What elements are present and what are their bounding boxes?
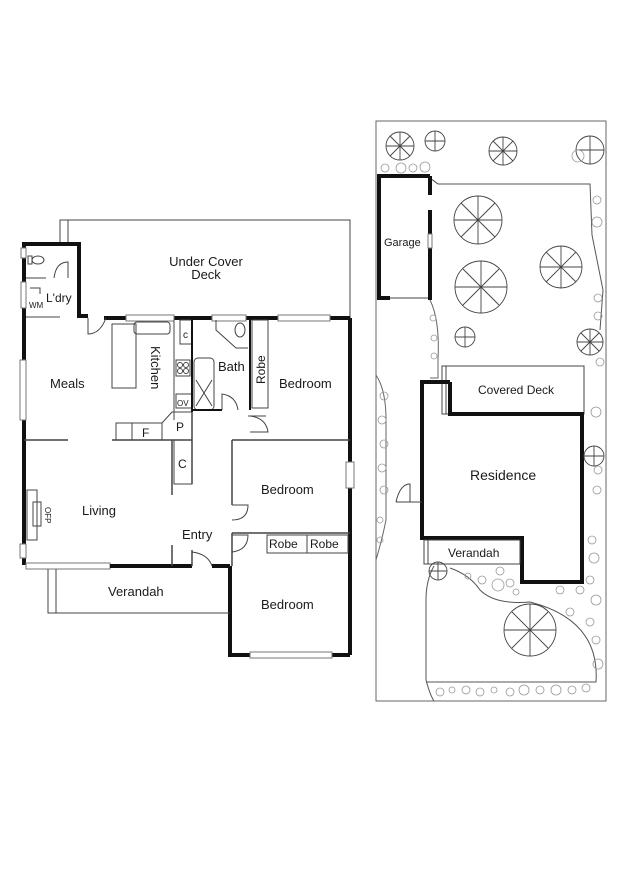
garage-walls (377, 174, 430, 300)
tree-icon (424, 130, 446, 152)
verandah-label: Verandah (108, 584, 164, 599)
robe-vertical-label: Robe (254, 355, 268, 384)
site-verandah-label: Verandah (448, 546, 499, 560)
fridge-label: F (142, 426, 149, 440)
tree-icon (428, 561, 448, 581)
residence-label: Residence (470, 467, 536, 483)
site-boundary (375, 120, 607, 702)
bedroom-2-label: Bedroom (261, 482, 314, 497)
laundry-walls (22, 242, 88, 318)
under-cover-deck-label: Under Cover (169, 254, 243, 269)
floor-plan: Under Cover Deck L'dry WM Meals Kitchen … (19, 219, 355, 659)
oven-label: OV (177, 399, 189, 408)
bath-label: Bath (218, 359, 245, 374)
kitchen-label: Kitchen (148, 346, 163, 389)
tree-icon (454, 326, 476, 348)
open-fireplace-label: OFP (43, 507, 52, 523)
under-cover-deck-outline (59, 219, 351, 318)
under-cover-deck-label-2: Deck (191, 267, 221, 282)
tree-icon (583, 445, 605, 467)
tree-icon (385, 131, 415, 161)
living-label: Living (82, 503, 116, 518)
laundry-label: L'dry (46, 291, 72, 305)
verandah-outline (423, 539, 521, 565)
tree-icon (488, 136, 518, 166)
washing-machine-label: WM (29, 301, 44, 310)
cupboard-small-label: c (183, 330, 188, 341)
tree-icon (454, 260, 508, 314)
bedroom-1-label: Bedroom (279, 376, 332, 391)
tree-icon (539, 245, 583, 289)
entry-label: Entry (182, 527, 213, 542)
bedroom-3-label: Bedroom (261, 597, 314, 612)
garage-label: Garage (384, 237, 421, 249)
tree-icon (503, 603, 557, 657)
tree-icon (571, 135, 605, 165)
robe-2-label: Robe (310, 537, 339, 551)
pantry-label: P (176, 420, 184, 434)
tree-icon (576, 328, 604, 356)
site-plan: Garage Covered Deck Residence Verandah (375, 120, 607, 702)
robe-1-label: Robe (269, 537, 298, 551)
meals-label: Meals (50, 376, 85, 391)
shrub-icons (376, 161, 605, 697)
cupboard-label: C (178, 457, 187, 471)
residence-walls (420, 380, 584, 584)
tree-icon (453, 195, 503, 245)
covered-deck-label: Covered Deck (478, 383, 555, 397)
